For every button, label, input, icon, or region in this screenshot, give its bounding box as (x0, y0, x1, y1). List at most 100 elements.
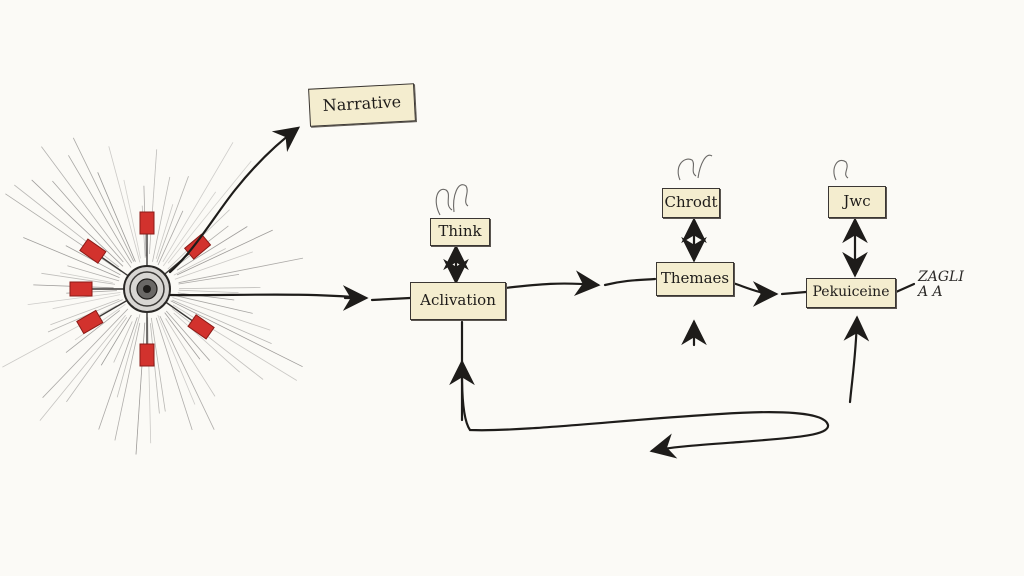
side-note: ZAGLI A A (918, 269, 964, 301)
burst-ray (67, 265, 120, 282)
burst-ray (31, 179, 124, 267)
burst-ray (152, 176, 171, 262)
burst-ray (60, 272, 113, 283)
red-spoke-icon (79, 238, 130, 277)
burst-ray (164, 312, 201, 360)
squiggle-chroot-icon (677, 154, 713, 181)
burst-ray (114, 322, 141, 441)
burst-ray (42, 308, 129, 398)
burst-ray (155, 204, 174, 259)
burst-ray (178, 257, 304, 284)
burst-ray (108, 146, 141, 263)
burst-ray (116, 314, 141, 398)
burst-ray (2, 304, 117, 368)
burst-ray (173, 312, 240, 373)
burst-ray (179, 287, 261, 289)
burst-ray (157, 210, 184, 266)
burst-ray (41, 272, 116, 285)
burst-ray (66, 317, 128, 403)
burst-ray (162, 191, 217, 267)
burst-ray (178, 274, 240, 285)
burst-ray (170, 300, 303, 368)
red-spoke-icon (76, 299, 129, 335)
red-spoke-icon (69, 281, 125, 297)
connector-activation-themes-2 (603, 277, 657, 287)
burst-ray (172, 304, 298, 381)
burst-ray (155, 317, 193, 431)
burst-ray (5, 193, 122, 273)
burst-ray (176, 226, 248, 271)
burst-ray (165, 318, 216, 397)
burst-ray (147, 317, 152, 444)
burst-ray (173, 248, 226, 276)
node-narrative-label: Narrative (322, 91, 402, 116)
connector-themes-perceive (731, 281, 779, 307)
burst-ray (176, 295, 253, 314)
burst-hub-icon (123, 265, 171, 313)
burst-ray (97, 172, 136, 262)
burst-ray (41, 146, 132, 268)
burst-ray (167, 160, 252, 264)
burst-ray (162, 142, 234, 263)
connector-perceive-note (894, 282, 916, 294)
burst-rays (2, 137, 304, 455)
burst-ray (98, 317, 138, 430)
burst-ray (23, 237, 120, 278)
burst-ray (123, 179, 141, 259)
burst-ray (171, 308, 264, 380)
node-think-label: Think (438, 222, 482, 240)
connector-themes-perceive-2 (780, 290, 808, 296)
burst-ray (176, 229, 273, 276)
burst-ray (174, 251, 253, 280)
connector-activation-entry (370, 296, 412, 302)
node-narrative: Narrative (308, 83, 416, 127)
burst-ray (149, 149, 158, 255)
burst-ray (65, 310, 120, 353)
node-activation-label: Aclivation (420, 291, 496, 309)
burst-ray (178, 289, 239, 293)
burst-ray (52, 180, 124, 263)
squiggle-think-icon (435, 184, 469, 216)
burst-ray (150, 323, 160, 414)
burst-ray (27, 292, 121, 305)
node-perceive-label: Pekuiceine (812, 284, 890, 300)
red-spoke-icon (139, 211, 155, 267)
node-chroot: Chrodt (662, 188, 720, 218)
squiggle-jwc-icon (833, 160, 849, 181)
burst-ray (172, 297, 271, 331)
connector-activation-themes (503, 270, 601, 296)
burst-ray (172, 299, 272, 344)
node-activation: Aclivation (410, 282, 506, 320)
burst-ray (52, 294, 121, 310)
burst-ray (156, 176, 189, 263)
connector-hub-activation (168, 293, 367, 300)
burst-ray (113, 321, 133, 363)
burst-ray (50, 298, 120, 326)
node-themes: Themaes (656, 262, 734, 296)
burst-ray (72, 137, 135, 262)
red-spoke-icon (164, 301, 215, 340)
burst-ray (68, 155, 133, 264)
burst-ray (39, 315, 126, 421)
node-jwc-label: Jwc (843, 192, 871, 210)
burst-ray (100, 314, 132, 366)
burst-ray (150, 317, 166, 412)
burst-ray (47, 299, 123, 333)
burst-ray (165, 310, 211, 361)
connector-loop (460, 320, 830, 459)
node-think: Think (430, 218, 490, 246)
burst-ray (135, 322, 146, 455)
connector-below-perceive (843, 315, 870, 404)
node-themes-label: Themaes (660, 269, 730, 287)
side-note-line1: ZAGLI (918, 269, 964, 285)
red-spoke-icon (139, 311, 155, 367)
burst-ray (157, 314, 196, 405)
side-note-line2: A A (918, 284, 943, 301)
node-jwc: Jwc (828, 186, 886, 218)
node-perceive: Pekuiceine (806, 278, 896, 308)
connector-hub-narrative (168, 126, 301, 274)
node-chroot-label: Chrodt (664, 193, 718, 211)
burst-ray (159, 315, 215, 430)
